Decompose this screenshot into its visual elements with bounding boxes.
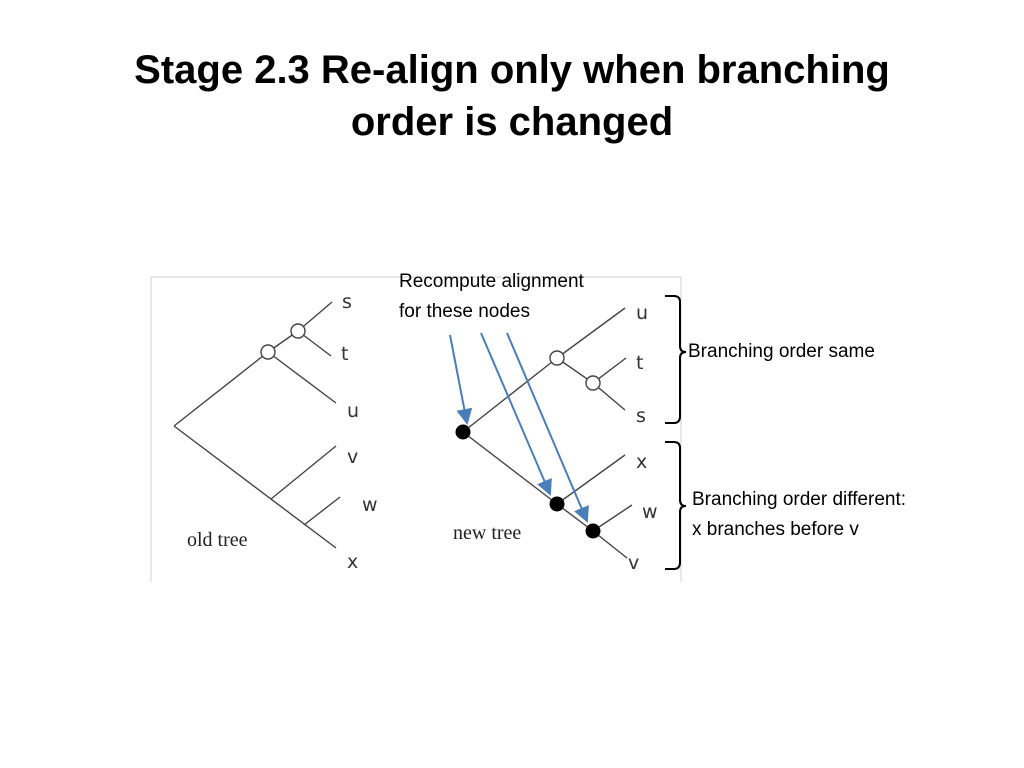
brace-different xyxy=(665,441,687,570)
callout-text: Recompute alignment for these nodes xyxy=(399,267,584,327)
new-tree-filled-node xyxy=(549,496,565,512)
new-tree-branch xyxy=(556,454,626,505)
note-branching-different-line-2: x branches before v xyxy=(692,519,859,540)
callout-arrows xyxy=(449,332,589,523)
note-branching-different-line-1: Branching order different: xyxy=(692,489,907,510)
old-tree-caption: old tree xyxy=(187,529,248,551)
new-tree-leaf-label: u xyxy=(636,302,648,324)
callout-arrow xyxy=(480,332,552,496)
old-tree-branch xyxy=(270,445,337,500)
old-tree-open-node xyxy=(290,323,306,339)
old-tree-branch xyxy=(173,425,337,549)
slide-title-line-2: order is changed xyxy=(350,100,674,144)
old-tree-leaf-label: t xyxy=(341,343,348,365)
brace-same xyxy=(665,295,687,424)
new-tree-leaf-label: x xyxy=(636,451,647,473)
old-tree-branch xyxy=(173,351,269,427)
callout-arrow xyxy=(449,334,473,425)
old-tree-branch xyxy=(267,351,337,404)
new-tree-caption: new tree xyxy=(453,522,521,544)
slide-title-line-1: Stage 2.3 Re-align only when branching xyxy=(134,48,890,92)
note-branching-same-text: Branching order same xyxy=(688,341,875,362)
new-tree-leaf-label: t xyxy=(636,352,643,374)
old-tree-leaf-label: v xyxy=(347,446,358,468)
old-tree-branch xyxy=(303,496,341,526)
new-tree-leaf-label: w xyxy=(642,501,658,523)
old-tree-leaf-label: x xyxy=(347,551,358,573)
callout-line-1: Recompute alignment xyxy=(399,271,584,292)
slide-title: Stage 2.3 Re-align only when branching o… xyxy=(0,44,1024,148)
new-tree-branch xyxy=(462,431,558,505)
new-tree-open-node xyxy=(585,375,601,391)
old-tree-leaf-label: w xyxy=(362,494,378,516)
note-branching-different: Branching order different: x branches be… xyxy=(692,485,906,545)
old-tree-leaf-label: u xyxy=(347,400,359,422)
new-tree-filled-node xyxy=(585,523,601,539)
new-tree-open-node xyxy=(549,350,565,366)
callout-arrow xyxy=(506,332,589,523)
old-tree-open-node xyxy=(260,344,276,360)
new-tree-leaf-label: v xyxy=(628,552,639,574)
new-tree-branch xyxy=(462,357,558,433)
new-tree-branch xyxy=(592,504,633,532)
new-tree xyxy=(462,307,633,559)
new-tree-filled-node xyxy=(455,424,471,440)
old-tree xyxy=(173,301,341,549)
note-branching-same: Branching order same xyxy=(688,337,875,367)
new-tree-branch xyxy=(556,307,626,359)
callout-line-2: for these nodes xyxy=(399,301,530,322)
new-tree-leaf-label: s xyxy=(636,405,646,427)
old-tree-leaf-label: s xyxy=(342,291,352,313)
